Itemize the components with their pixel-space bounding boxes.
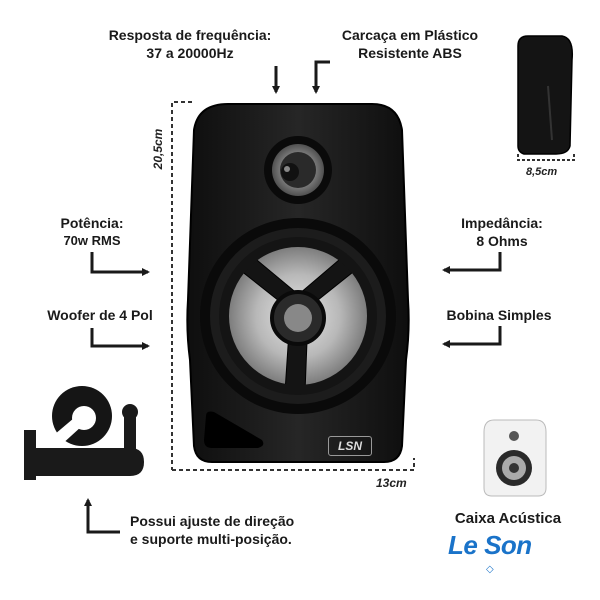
product-caption: Caixa Acústica <box>454 510 562 527</box>
width-dimension-line <box>172 458 415 471</box>
impedance-arrow <box>442 252 502 274</box>
speaker-logo: LSN <box>328 436 372 456</box>
woofer-label: Woofer de 4 Pol <box>47 307 153 323</box>
frequency-response-label: Resposta de frequência: 37 a 20000Hz <box>94 26 286 62</box>
coil-arrow <box>442 326 502 348</box>
case-line2: Resistente ABS <box>358 45 462 61</box>
coil-label: Bobina Simples <box>446 307 552 323</box>
woofer-arrow <box>90 328 150 350</box>
case-arrow <box>312 60 330 94</box>
width-dimension: 13cm <box>376 476 407 490</box>
case-line1: Carcaça em Plástico <box>341 27 479 43</box>
impedance-line2: 8 Ohms <box>476 233 528 249</box>
power-line2: 70w RMS <box>63 233 121 248</box>
impedance-line1: Impedância: <box>461 215 543 231</box>
freq-line2: 37 a 20000Hz <box>146 45 234 61</box>
power-arrow <box>90 252 150 276</box>
depth-dimension: 8,5cm <box>526 166 558 178</box>
mount-line1: Possui ajuste de direção <box>130 513 295 529</box>
impedance-label: Impedância: 8 Ohms <box>442 214 562 250</box>
power-line1: Potência: <box>60 215 124 231</box>
brand-gem-icon: ◇ <box>486 564 494 575</box>
brand-logo: Le Son <box>448 530 532 560</box>
power-label: Potência: 70w RMS <box>40 214 144 250</box>
mount-arrow <box>84 498 120 534</box>
mount-line2: e suporte multi-posição. <box>130 531 292 547</box>
mount-feature-label: Possui ajuste de direção e suporte multi… <box>130 512 330 548</box>
height-dimension: 20,5cm <box>151 128 165 170</box>
case-material-label: Carcaça em Plástico Resistente ABS <box>330 26 490 62</box>
freq-line1: Resposta de frequência: <box>108 27 272 43</box>
depth-dimension-line <box>517 154 575 161</box>
